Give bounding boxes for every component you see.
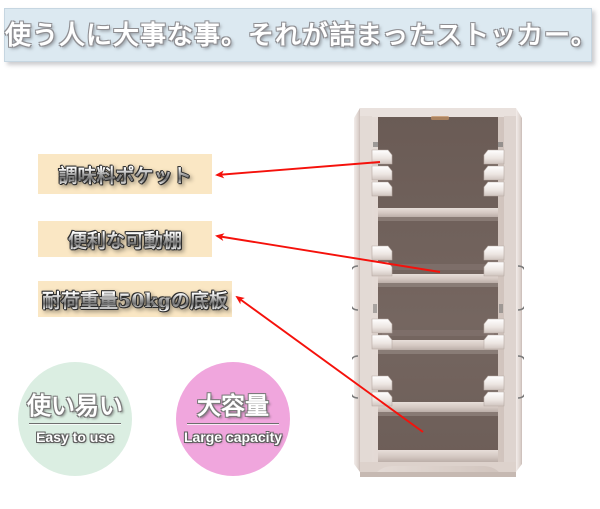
callout-label: 調味料ポケット [58,161,191,188]
product-photo [352,104,524,480]
callout-bottom-board-load: 耐荷重量50kgの底板 [38,281,232,317]
header-banner: 使う人に大事な事。それが詰まったストッカー。 [4,8,598,62]
feature-circle-large-capacity: 大容量 Large capacity [176,362,290,476]
feature-circle-easy-to-use: 使い易い Easy to use [18,362,132,476]
callout-label: 耐荷重量50kgの底板 [42,286,228,313]
callout-adjustable-shelf: 便利な可動棚 [38,221,212,257]
feature-circle-divider [187,422,279,425]
cabinet-illustration [352,108,524,477]
feature-circle-jp-label: 使い易い [27,391,123,421]
feature-circle-divider [29,422,121,425]
callout-label: 便利な可動棚 [68,226,182,253]
feature-circle-jp-label: 大容量 [197,391,269,421]
feature-circle-en-label: Large capacity [183,428,283,445]
feature-circle-en-label: Easy to use [36,428,114,445]
callout-seasoning-pocket: 調味料ポケット [38,154,212,194]
page-title: 使う人に大事な事。それが詰まったストッカー。 [5,21,598,51]
